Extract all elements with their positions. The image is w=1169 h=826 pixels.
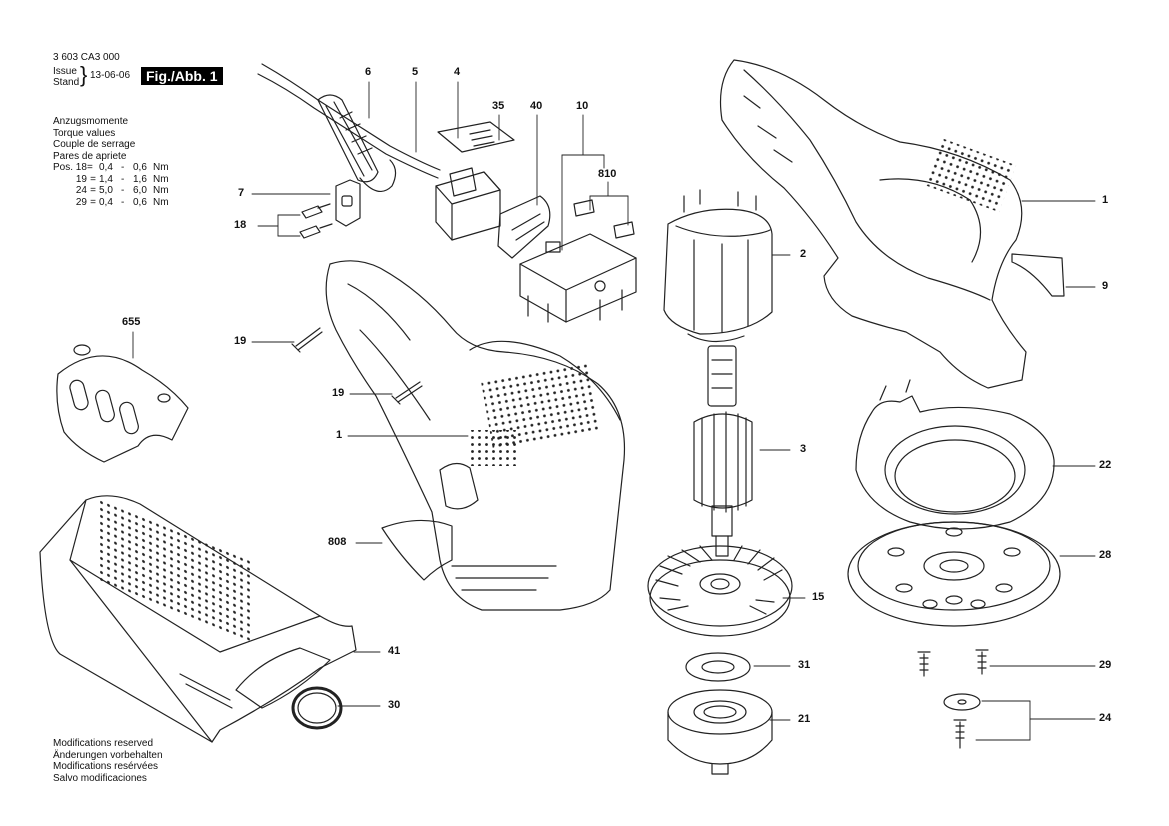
torque-min: 5,0 — [99, 185, 113, 196]
torque-dash: - — [121, 196, 125, 208]
callout-15: 15 — [812, 591, 825, 603]
footer-line: Änderungen vorbehalten — [53, 749, 163, 761]
torque-dash: - — [121, 162, 125, 173]
stand-label: Stand — [53, 77, 80, 88]
torque-title-de: Anzugsmomente — [53, 116, 129, 127]
torque-pos: 29 — [75, 196, 87, 208]
torque-pos: 24 — [75, 185, 87, 196]
figure-badge: Fig./Abb. 1 — [141, 67, 223, 85]
torque-dash: - — [121, 173, 125, 185]
leader-lines — [132, 81, 1096, 741]
torque-pos: Pos. 18 — [53, 162, 87, 173]
callout-22: 22 — [1099, 459, 1112, 471]
callout-5: 5 — [412, 66, 419, 78]
clamp-screws — [299, 179, 361, 239]
footer-line: Modifications reserved — [53, 738, 154, 749]
callout-7: 7 — [238, 187, 245, 199]
housing-half-right — [719, 59, 1027, 389]
callout-9: 9 — [1102, 280, 1109, 292]
callout-1: 1 — [336, 429, 343, 441]
torque-unit: Nm — [153, 173, 169, 185]
callout-28: 28 — [1099, 549, 1112, 561]
footer-line: Salvo modificaciones — [53, 772, 147, 784]
o-ring-30 — [291, 686, 343, 730]
torque-row: Pos. 18 = 0,4 - 0,6 Nm — [53, 162, 169, 174]
callout-24: 24 — [1099, 712, 1112, 724]
screws-29 — [917, 649, 989, 677]
callout-41: 41 — [388, 645, 401, 657]
callout-19: 19 — [332, 387, 345, 399]
callout-4: 4 — [454, 66, 461, 78]
strip-9 — [1011, 253, 1065, 297]
callout-6: 6 — [365, 66, 372, 78]
bearing-21 — [667, 689, 773, 775]
callout-40: 40 — [530, 100, 543, 112]
dust-box — [39, 495, 357, 743]
torque-row: 19 = 1,4 - 1,6 Nm — [53, 174, 169, 186]
cable-assembly — [257, 63, 441, 193]
footer-notes: Modifications reserved Änderungen vorbeh… — [53, 738, 163, 784]
washer-screw-24 — [943, 693, 981, 749]
brace: } — [80, 62, 88, 87]
torque-unit: Nm — [153, 196, 169, 208]
callout-31: 31 — [798, 659, 811, 671]
torque-row: 24 = 5,0 - 6,0 Nm — [53, 185, 169, 197]
fan-15 — [647, 545, 793, 637]
torque-title-es: Pares de apriete — [53, 150, 127, 162]
washer-31 — [685, 652, 751, 682]
callout-810: 810 — [598, 168, 617, 180]
torque-block: Anzugsmomente Torque values Couple de se… — [53, 116, 169, 208]
torque-max: 0,6 — [133, 196, 147, 208]
housing-half-left — [325, 260, 626, 611]
armature-3 — [693, 345, 753, 557]
callout-10: 10 — [576, 100, 589, 112]
switch-electronics — [435, 121, 637, 323]
torque-pos: 19 — [75, 173, 87, 185]
torque-title-fr: Couple de serrage — [53, 139, 136, 150]
torque-eq: = — [87, 162, 93, 173]
callout-655: 655 — [122, 316, 141, 328]
callout-29: 29 — [1099, 659, 1112, 671]
stator-2 — [663, 189, 773, 343]
callout-1: 1 — [1102, 194, 1109, 206]
torque-unit: Nm — [153, 185, 169, 196]
torque-eq: = — [90, 185, 96, 196]
torque-eq: = — [90, 196, 96, 208]
callout-808: 808 — [328, 536, 347, 548]
part-number: 3 603 CA3 000 — [53, 52, 120, 63]
callout-35: 35 — [492, 100, 505, 112]
sanding-pad-28 — [847, 521, 1061, 627]
part-808 — [381, 519, 453, 581]
shroud-22 — [855, 379, 1055, 530]
callout-21: 21 — [798, 713, 811, 725]
torque-min: 0,4 — [99, 162, 113, 173]
callout-18: 18 — [234, 219, 247, 231]
torque-dash: - — [121, 185, 125, 196]
torque-row: 29 = 0,4 - 0,6 Nm — [53, 197, 169, 209]
torque-max: 6,0 — [133, 185, 147, 196]
clip-cover — [56, 344, 189, 463]
torque-max: 1,6 — [133, 173, 147, 185]
callout-3: 3 — [800, 443, 807, 455]
torque-max: 0,6 — [133, 162, 147, 173]
callout-19: 19 — [234, 335, 247, 347]
issue-label: Issue — [53, 66, 77, 77]
torque-unit: Nm — [153, 162, 169, 173]
torque-min: 1,4 — [99, 173, 113, 185]
torque-min: 0,4 — [99, 196, 113, 208]
callout-30: 30 — [388, 699, 401, 711]
issue-date: 13-06-06 — [90, 70, 131, 81]
torque-title-en: Torque values — [53, 127, 116, 139]
footer-line: Modifications resérvées — [53, 761, 159, 772]
callout-2: 2 — [800, 248, 807, 260]
screws-19 — [291, 327, 423, 405]
torque-eq: = — [90, 173, 96, 185]
